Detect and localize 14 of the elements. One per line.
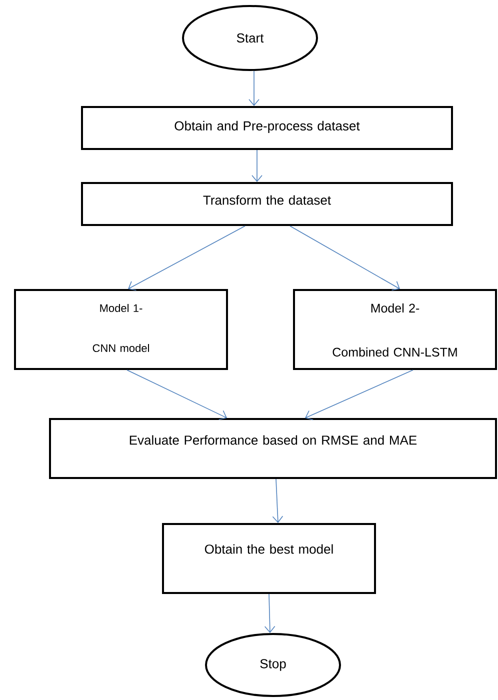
process-box: Model 2- Combined CNN-LSTM [293, 289, 497, 370]
arrow [252, 150, 262, 182]
arrow [264, 594, 276, 633]
arrow [305, 370, 414, 420]
process-box: Model 1- CNN model [14, 289, 228, 370]
arrow [248, 70, 260, 106]
arrow [272, 478, 284, 523]
arrow [290, 226, 400, 290]
process-box: Obtain the best model [162, 523, 376, 594]
process-box: Obtain and Pre-process dataset [81, 106, 453, 150]
process-box: Evaluate Performance based on RMSE and MAE [49, 418, 497, 479]
process-box: Transform the dataset [81, 182, 453, 226]
arrow [128, 226, 246, 291]
arrow [126, 370, 227, 420]
